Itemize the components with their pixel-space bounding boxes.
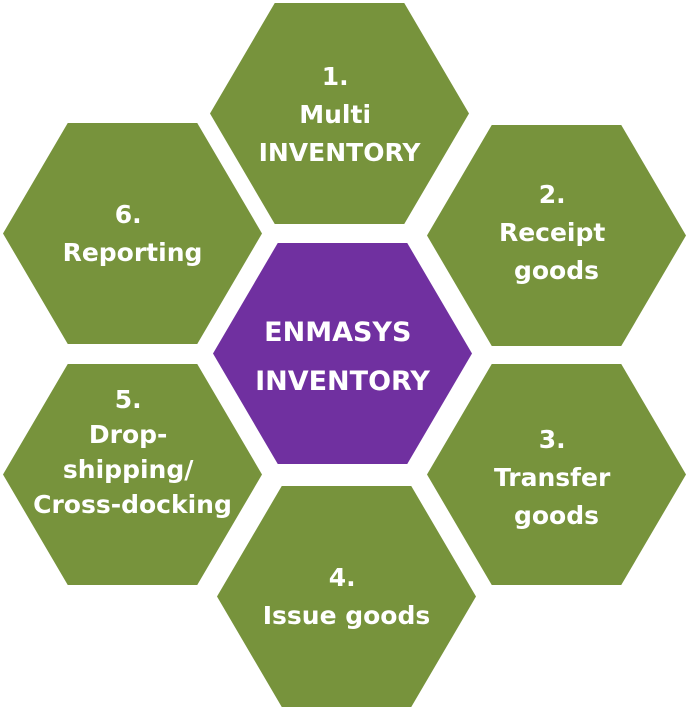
label-line: goods <box>514 501 599 530</box>
label-line: Drop- <box>89 420 168 449</box>
module-label: 5. Drop- shipping/ Cross-docking <box>33 385 232 519</box>
module-label: 4. Issue goods <box>263 563 431 630</box>
center-hex: ENMASYS INVENTORY <box>213 243 472 464</box>
module-label: 3. Transfer goods <box>494 425 619 530</box>
module-hex-1: 1. Multi INVENTORY <box>210 3 469 224</box>
hexagon-shape <box>213 243 472 464</box>
label-line: Cross-docking <box>33 490 232 519</box>
module-hex-5: 5. Drop- shipping/ Cross-docking <box>3 364 262 585</box>
label-line: 5. <box>115 385 142 414</box>
hexagon-shape <box>210 3 469 224</box>
module-hex-4: 4. Issue goods <box>217 486 476 707</box>
hexagon-shape <box>3 123 262 344</box>
label-line: INVENTORY <box>259 138 422 167</box>
label-line: ENMASYS <box>264 317 411 348</box>
module-hex-3: 3. Transfer goods <box>427 364 686 585</box>
label-line: INVENTORY <box>255 366 430 397</box>
label-line: Issue goods <box>263 601 431 630</box>
module-label: 2. Receipt goods <box>499 180 614 285</box>
label-line: Receipt <box>499 218 605 247</box>
label-line: Reporting <box>63 238 203 267</box>
label-line: goods <box>514 256 599 285</box>
hexagon-shape <box>427 364 686 585</box>
center-label: ENMASYS INVENTORY <box>255 317 430 397</box>
label-line: shipping/ <box>63 455 194 484</box>
module-hex-2: 2. Receipt goods <box>427 125 686 346</box>
module-label: 1. Multi INVENTORY <box>259 62 422 167</box>
label-line: 3. <box>539 425 566 454</box>
label-line: 6. <box>115 200 142 229</box>
label-line: 4. <box>329 563 356 592</box>
label-line: 1. <box>322 62 349 91</box>
label-line: Transfer <box>494 463 611 492</box>
hexagon-shape <box>217 486 476 707</box>
label-line: Multi <box>299 100 371 129</box>
module-hex-6: 6. Reporting <box>3 123 262 344</box>
hexagon-shape <box>427 125 686 346</box>
label-line: 2. <box>539 180 566 209</box>
module-label: 6. Reporting <box>63 200 203 267</box>
hexagon-shape <box>3 364 262 585</box>
